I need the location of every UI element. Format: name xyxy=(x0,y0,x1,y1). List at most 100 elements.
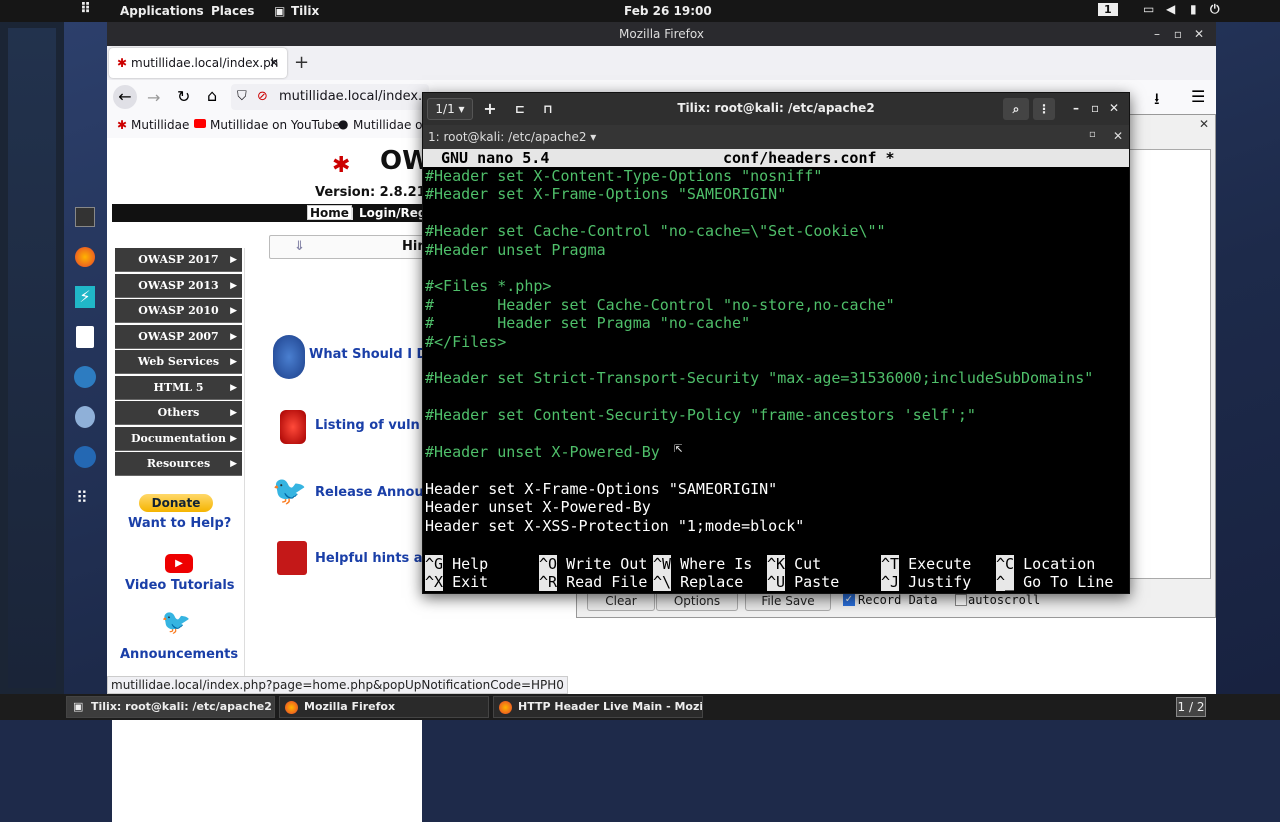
nano-line: #Header set Strict-Transport-Security "m… xyxy=(425,369,1094,388)
terminal-maximize-icon[interactable]: ▫ xyxy=(1089,129,1096,140)
tab-strip: ✱ mutillidae.local/index.ph ✕ + xyxy=(107,46,1216,80)
menu-others[interactable]: Others▶ xyxy=(115,401,242,425)
menu-resources[interactable]: Resources▶ xyxy=(115,452,242,476)
bookmark-mutillidae-youtube[interactable]: Mutillidae on YouTube xyxy=(210,118,340,132)
workspace-indicator[interactable]: 1 xyxy=(1098,3,1118,16)
forward-icon[interactable]: → xyxy=(147,88,161,107)
tilix-minimize-icon[interactable]: – xyxy=(1073,101,1079,115)
split-down-icon[interactable]: ⊓ xyxy=(543,102,553,116)
record-data-checkbox[interactable]: ✓ xyxy=(843,594,855,606)
grid-icon[interactable]: ⠿ xyxy=(80,1,91,17)
battery-icon[interactable]: ▮ xyxy=(1190,2,1197,16)
helpful-hints-link[interactable]: Helpful hints a xyxy=(315,551,423,566)
wireshark-icon[interactable] xyxy=(74,366,96,388)
listing-of-vulnerabilities-link[interactable]: Listing of vuln xyxy=(315,418,420,433)
menu-owasp-2007[interactable]: OWASP 2007▶ xyxy=(115,325,242,349)
menu-label: OWASP 2013 xyxy=(138,279,219,292)
task-firefox[interactable]: Mozilla Firefox xyxy=(279,696,489,718)
speaker-icon[interactable]: ◀ xyxy=(1166,2,1176,16)
split-right-icon[interactable]: ⊏ xyxy=(514,102,526,116)
nano-line: Header unset X-Powered-By xyxy=(425,498,651,517)
minimize-icon[interactable]: – xyxy=(1154,27,1160,41)
menu-html5[interactable]: HTML 5▶ xyxy=(115,376,242,400)
menu-owasp-2017[interactable]: OWASP 2017▶ xyxy=(115,248,242,272)
maximize-icon[interactable]: ▫ xyxy=(1173,27,1182,41)
tilix-dock-icon[interactable]: ⚡ xyxy=(75,286,95,308)
nano-shortcut: ^R Read File xyxy=(539,573,647,591)
menu-owasp-2013[interactable]: OWASP 2013▶ xyxy=(115,274,242,298)
terminal-close-icon[interactable]: ✕ xyxy=(1113,129,1124,143)
donate-button[interactable]: Donate xyxy=(139,494,213,512)
nav-home[interactable]: Home xyxy=(307,205,352,220)
hamburger-menu-icon[interactable]: ☰ xyxy=(1191,87,1206,106)
nano-filename: conf/headers.conf * xyxy=(723,149,895,167)
lock-icon[interactable]: ⊘ xyxy=(257,89,268,104)
back-icon[interactable]: ← xyxy=(113,85,137,109)
close-icon[interactable]: ✕ xyxy=(1193,27,1204,41)
places-menu[interactable]: Places xyxy=(211,4,255,18)
nano-line: #<Files *.php> xyxy=(425,277,552,296)
shield-icon[interactable]: ⛉ xyxy=(237,89,247,104)
want-to-help-link[interactable]: Want to Help? xyxy=(128,516,232,531)
firefox-icon[interactable] xyxy=(75,247,95,267)
version-label: Version: 2.8.21 xyxy=(315,185,426,200)
reload-icon[interactable]: ↻ xyxy=(177,87,191,106)
youtube-play-icon[interactable]: ▶ xyxy=(165,554,193,573)
nav-login-register[interactable]: Login/Regi xyxy=(359,206,422,220)
file-save-button[interactable]: File Save xyxy=(745,591,831,611)
tilix-title: Tilix: root@kali: /etc/apache2 xyxy=(677,101,875,115)
what-should-i-do-link[interactable]: What Should I D xyxy=(309,347,428,362)
workspace-pager[interactable]: 1 / 2 xyxy=(1176,697,1206,717)
add-session-icon[interactable]: + xyxy=(483,99,497,118)
nano-shortcut: ^G Help xyxy=(425,555,488,573)
menu-web-services[interactable]: Web Services▶ xyxy=(115,350,242,374)
tab-close-icon[interactable]: ✕ xyxy=(268,56,279,70)
terminal-icon[interactable] xyxy=(75,207,95,227)
task-tilix[interactable]: ▣ Tilix: root@kali: /etc/apache2 xyxy=(66,696,275,718)
tilix-close-icon[interactable]: ✕ xyxy=(1109,101,1120,115)
autoscroll-label: autoscroll xyxy=(968,593,1041,607)
new-tab-icon[interactable]: + xyxy=(294,52,310,73)
header-window-close-icon[interactable]: ✕ xyxy=(1198,117,1209,131)
twitter-bird-icon[interactable]: 🐦 xyxy=(161,608,191,636)
alien-icon[interactable] xyxy=(75,406,95,428)
nano-line: #Header unset X-Powered-By xyxy=(425,443,660,461)
video-tutorials-link[interactable]: Video Tutorials xyxy=(125,578,235,593)
tab-mutillidae[interactable]: ✱ mutillidae.local/index.ph ✕ xyxy=(109,48,287,78)
clear-button[interactable]: Clear xyxy=(587,591,655,611)
menu-icon[interactable]: ⋮ xyxy=(1033,98,1055,120)
bookmark-mutillidae-github[interactable]: Mutillidae on xyxy=(353,118,431,132)
nano-shortcut: ^O Write Out xyxy=(539,555,647,573)
search-icon[interactable]: ⌕ xyxy=(1003,98,1029,120)
window-icon[interactable]: ▭ xyxy=(1143,2,1155,16)
kali-icon[interactable] xyxy=(74,446,96,468)
nano-shortcut-label: Exit xyxy=(443,573,489,591)
options-button[interactable]: Options xyxy=(656,591,738,611)
show-apps-icon[interactable]: ⠿ xyxy=(76,488,88,507)
tilix-icon: ▣ xyxy=(274,4,286,18)
url-bar[interactable]: ⛉ ⊘ mutillidae.local/index.php xyxy=(231,84,429,110)
menu-documentation[interactable]: Documentation▶ xyxy=(115,427,242,451)
power-icon[interactable]: ⏻ xyxy=(1210,2,1220,16)
terminal-title-dropdown[interactable]: 1: root@kali: /etc/apache2 ▾ xyxy=(428,130,597,144)
tilix-maximize-icon[interactable]: ▫ xyxy=(1091,101,1100,115)
autoscroll-checkbox[interactable] xyxy=(955,594,967,606)
tilix-app-menu[interactable]: Tilix xyxy=(291,4,320,18)
release-announcements-link[interactable]: Release Annou xyxy=(315,485,424,500)
clock[interactable]: Feb 26 19:00 xyxy=(624,4,712,18)
applications-menu[interactable]: Applications xyxy=(120,4,204,18)
top-panel: ⠿ Applications Places ▣ Tilix Feb 26 19:… xyxy=(0,0,1280,22)
bookmark-mutillidae[interactable]: Mutillidae xyxy=(131,118,190,132)
firefox-titlebar: Mozilla Firefox – ▫ ✕ xyxy=(107,22,1216,46)
menu-owasp-2010[interactable]: OWASP 2010▶ xyxy=(115,299,242,323)
announcements-link[interactable]: Announcements xyxy=(120,647,239,662)
toggle-hints-box[interactable]: ⇓ Hin xyxy=(269,235,429,259)
home-icon[interactable]: ⌂ xyxy=(207,86,218,105)
terminal[interactable]: GNU nano 5.4 conf/headers.conf * #Header… xyxy=(423,149,1129,593)
download-icon[interactable]: ⭳ xyxy=(1154,89,1160,108)
task-http-header-live[interactable]: HTTP Header Live Main - Mozilla F... xyxy=(493,696,703,718)
nano-shortcut-key: ^\ xyxy=(653,573,672,591)
document-icon[interactable] xyxy=(76,326,94,348)
nano-shortcut-label: Write Out xyxy=(557,555,648,573)
session-selector[interactable]: 1/1 ▾ xyxy=(427,98,473,120)
